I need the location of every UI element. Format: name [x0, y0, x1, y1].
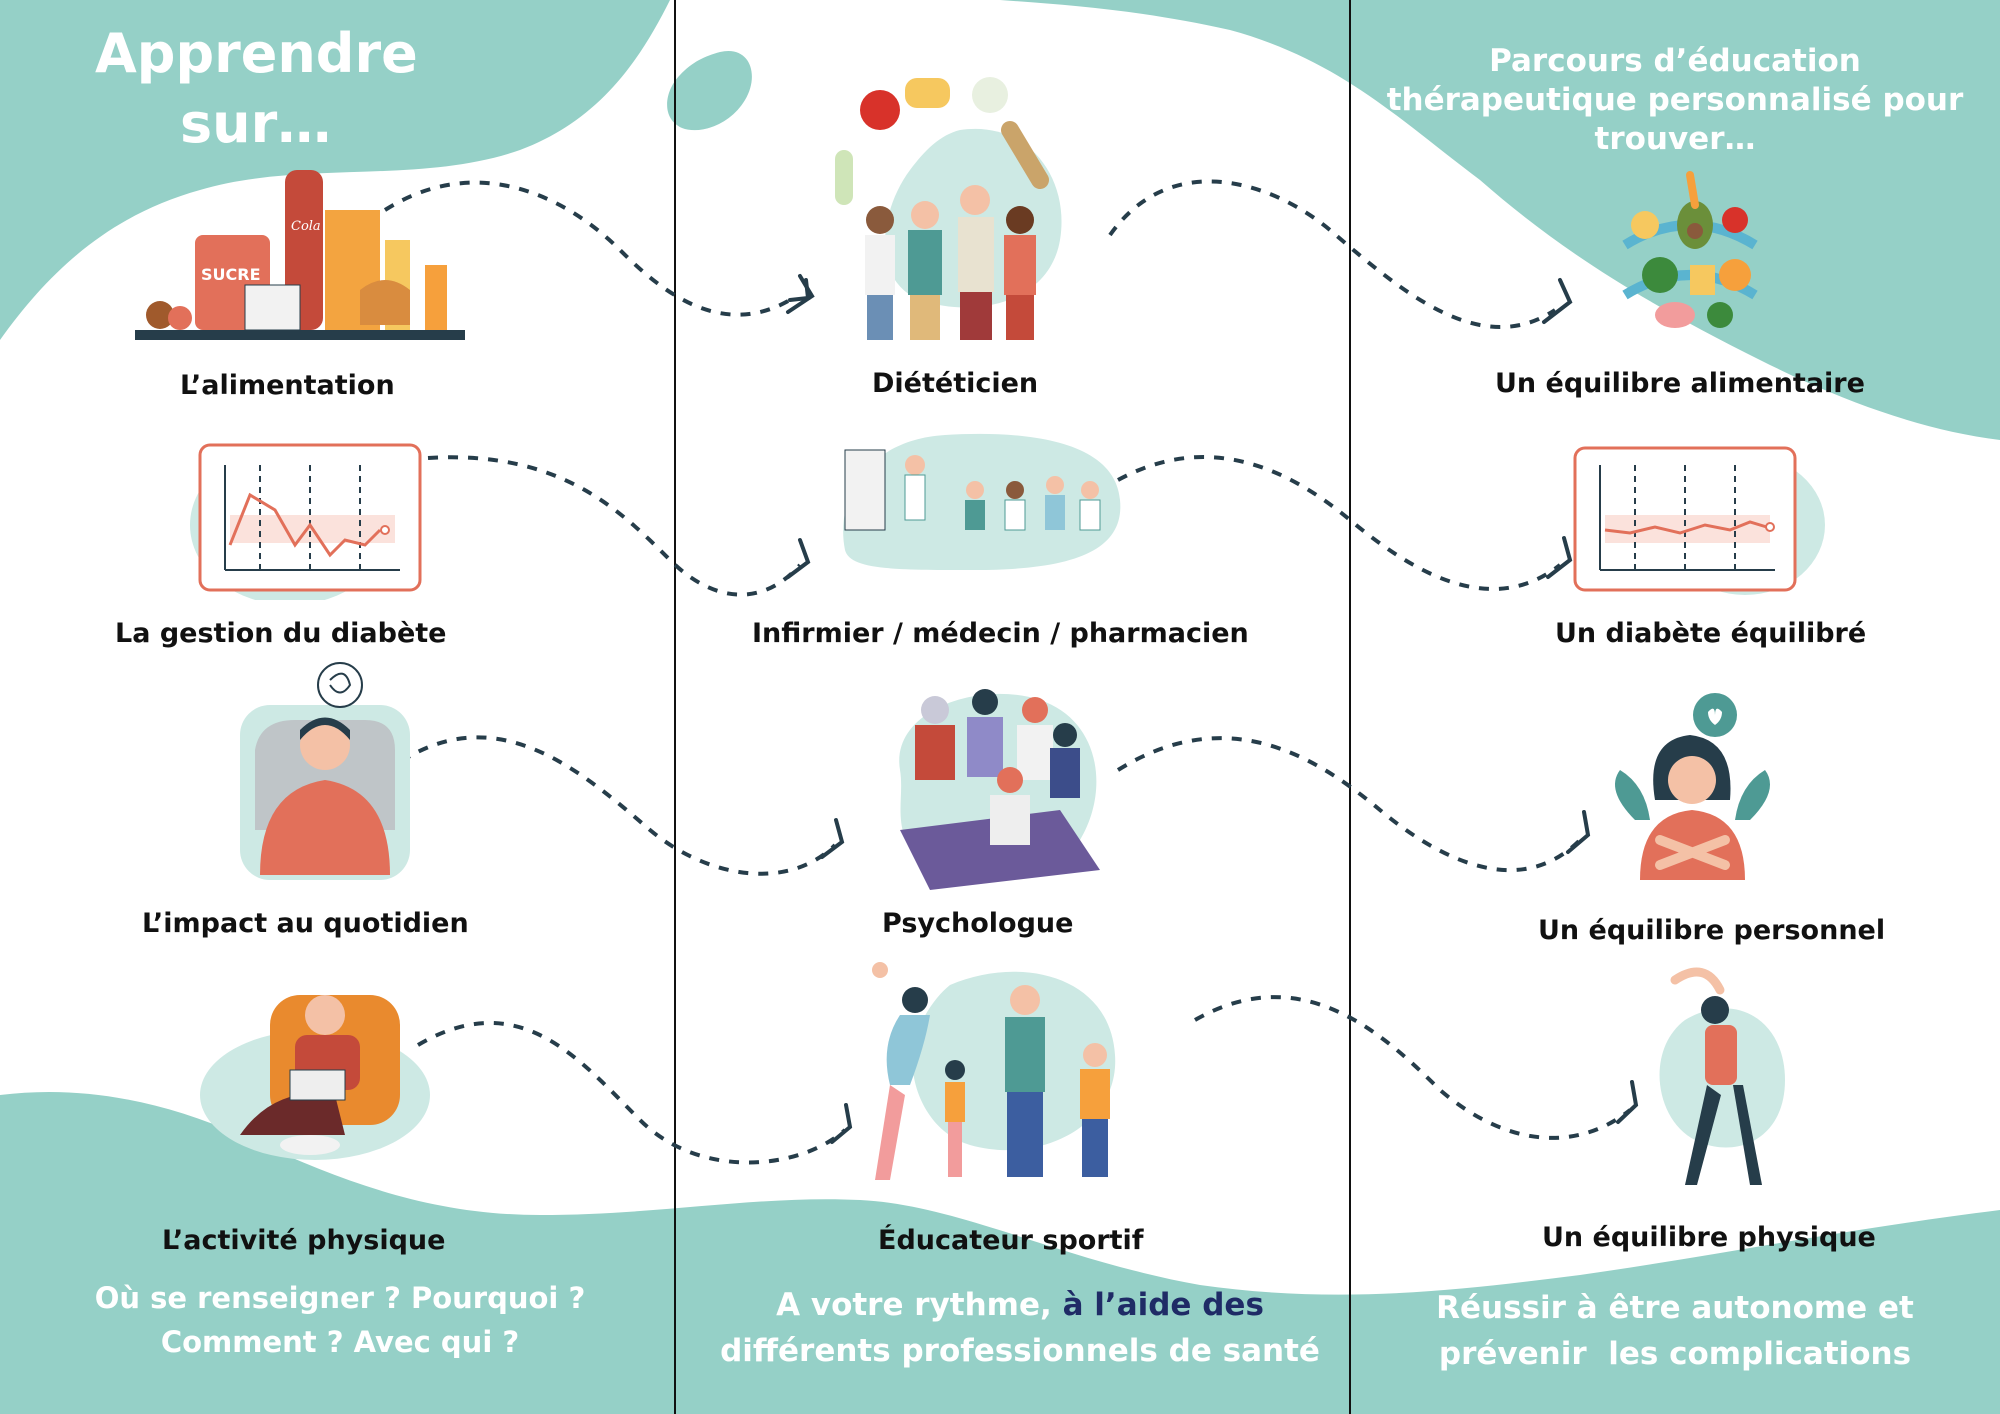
cola-label: Cola: [291, 219, 321, 234]
stressed-person-illustration: [240, 662, 410, 880]
elderly-reading-illustration: [200, 995, 430, 1160]
glucose-chart-stable-illustration: [1573, 446, 1825, 595]
connector-row2-right: [1117, 455, 1562, 591]
right-footer: Réussir à être autonome et prévenir les …: [1370, 1288, 1980, 1375]
middle-footer-highlight: à l’aide des: [1062, 1287, 1264, 1323]
right-header-line3: trouver…: [1594, 120, 1756, 157]
connectors: [383, 179, 1632, 1165]
middle-footer-part1: A votre rythme,: [776, 1287, 1063, 1323]
connector-row2-left: [427, 455, 802, 597]
middle-footer: A votre rythme, à l’aide des différents …: [700, 1285, 1340, 1372]
right-header: Parcours d’éducation thérapeutique perso…: [1370, 42, 1980, 158]
right-header-line2: thérapeutique personnalisé pour: [1386, 81, 1964, 118]
right-header-line1: Parcours d’éducation: [1489, 43, 1861, 79]
left-title-line1: Apprendre: [95, 22, 418, 85]
topic-impact-quotidien: L’impact au quotidien: [142, 908, 469, 939]
top-left-blob: [0, 0, 670, 340]
connector-row4-right: [1194, 995, 1632, 1140]
small-blob: [667, 50, 752, 131]
left-title-line2: sur…: [180, 92, 332, 155]
role-psychologue: Psychologue: [882, 908, 1074, 939]
glucose-chart-unstable-illustration: [190, 443, 422, 600]
role-dieteticien: Diététicien: [872, 368, 1039, 399]
arrowheads: [786, 274, 1639, 1144]
goal-equilibre-alimentaire: Un équilibre alimentaire: [1495, 368, 1865, 399]
left-footer: Où se renseigner ? Pourquoi ? Comment ? …: [40, 1280, 640, 1361]
topic-alimentation: L’alimentation: [180, 370, 395, 401]
medical-staff-illustration: [843, 433, 1121, 570]
middle-footer-line2: différents professionnels de santé: [720, 1333, 1320, 1370]
connector-row4-left: [416, 1021, 847, 1165]
role-educateur-sportif: Éducateur sportif: [878, 1225, 1144, 1256]
connector-row3-right: [1116, 736, 1582, 873]
connector-row1-right: [1108, 179, 1557, 330]
food-illustration: SUCRE Cola: [135, 170, 465, 340]
topic-gestion-diabete: La gestion du diabète: [115, 618, 447, 649]
healthy-food-measure-illustration: [1622, 171, 1758, 328]
dietitian-team-illustration: [835, 77, 1062, 340]
bottom-wave: [0, 1091, 2000, 1414]
goal-equilibre-personnel: Un équilibre personnel: [1538, 915, 1886, 946]
role-infirmier-medecin-pharmacien: Infirmier / médecin / pharmacien: [752, 618, 1249, 649]
sugar-jar-label: SUCRE: [201, 265, 261, 284]
stretching-person-illustration: [1659, 967, 1785, 1185]
left-footer-line2: Comment ? Avec qui ?: [160, 1324, 520, 1359]
top-right-blob: [1000, 0, 2000, 440]
group-therapy-illustration: [899, 689, 1100, 890]
family-exercise-illustration: [872, 962, 1116, 1180]
goal-equilibre-physique: Un équilibre physique: [1542, 1222, 1876, 1253]
middle-footer-line1: A votre rythme, à l’aide des: [700, 1285, 1340, 1325]
connector-row1-left: [383, 180, 791, 317]
topic-activite-physique: L’activité physique: [162, 1225, 446, 1256]
goal-diabete-equilibre: Un diabète équilibré: [1555, 618, 1867, 649]
calm-person-heart-illustration: [1615, 693, 1770, 880]
left-footer-line1: Où se renseigner ? Pourquoi ?: [94, 1281, 586, 1315]
right-footer-line2: prévenir les complications: [1438, 1336, 1912, 1373]
connector-row3-left: [383, 735, 837, 876]
right-footer-line1: Réussir à être autonome et: [1436, 1290, 1914, 1326]
